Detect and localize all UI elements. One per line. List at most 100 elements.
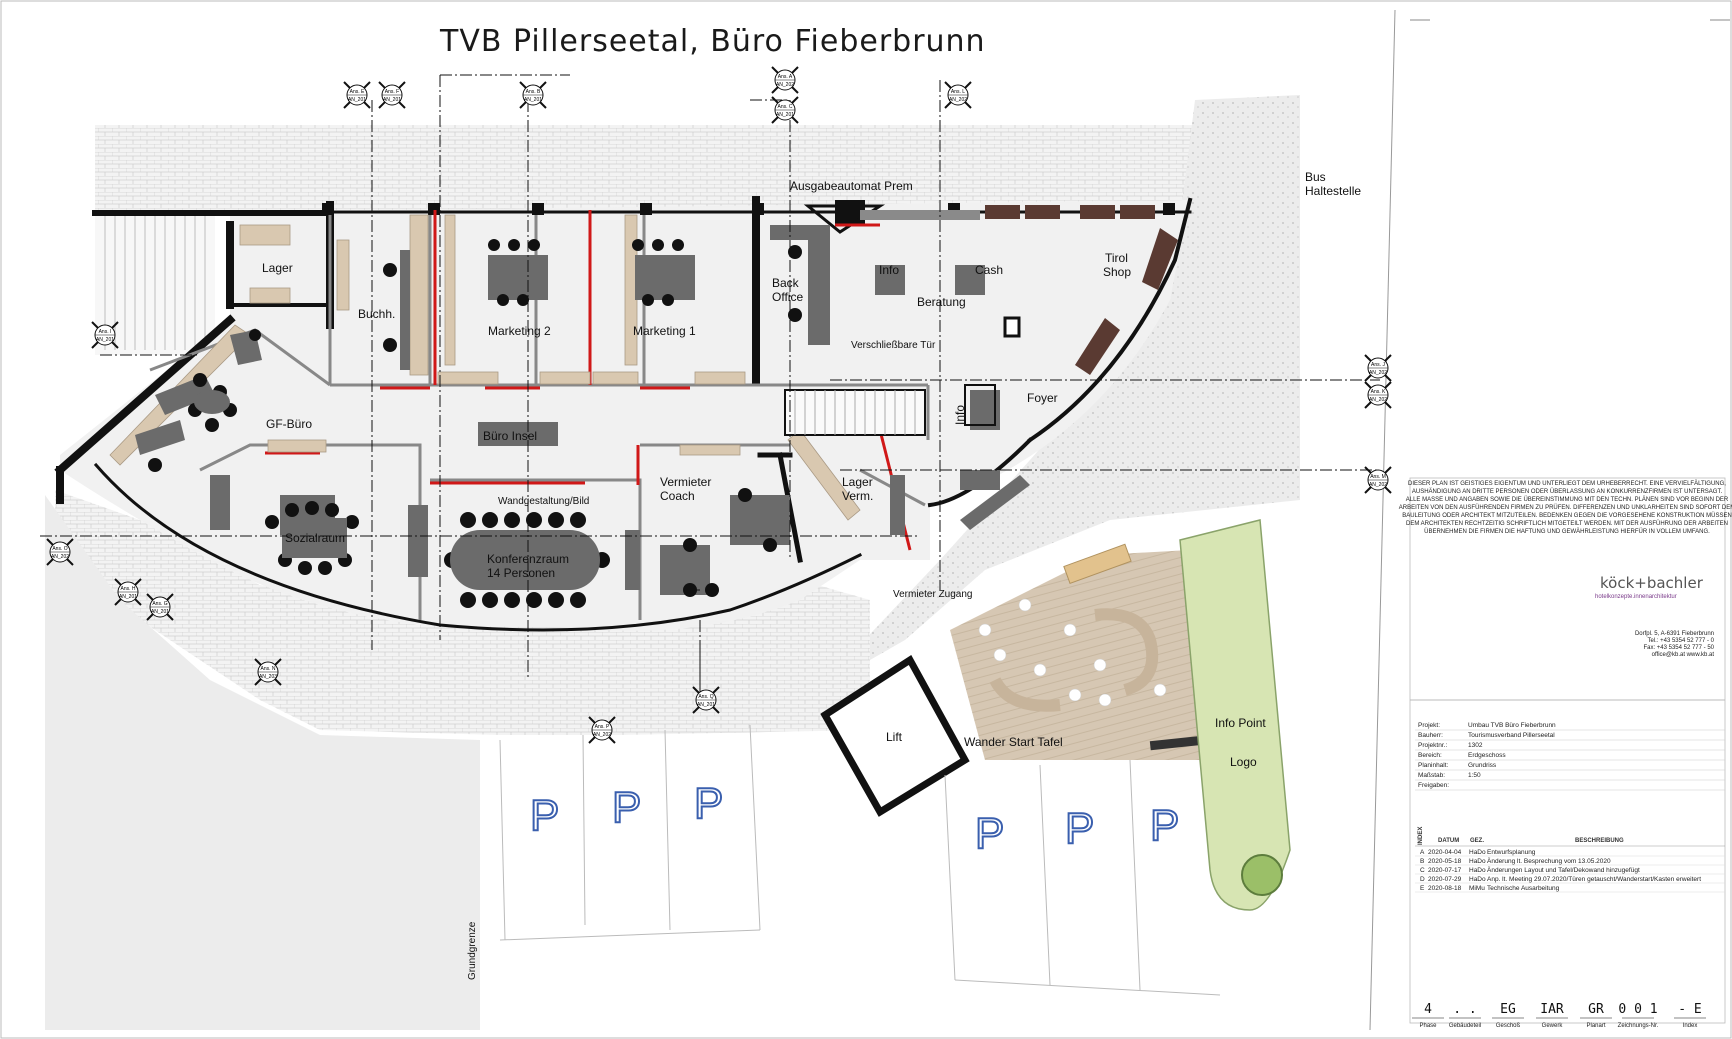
revision-header-desc: BESCHREIBUNG [1575,838,1624,844]
label-vermieter: Vermieter [660,475,711,489]
label-info-point: Info Point [1215,716,1266,730]
section-marker-id: Ans. G [152,601,167,607]
plan-code-field: IAR [1540,1002,1564,1017]
label-logo: Logo [1230,755,1257,769]
plan-code-label: Planart [1586,1023,1605,1029]
parking-p-4: P [975,809,1004,858]
parking-p-2: P [612,783,641,832]
section-marker-id: Ans. K [1371,389,1386,395]
label-cash: Cash [975,263,1003,277]
label-backoffice-1: Back [772,276,800,290]
conference-table [450,530,600,590]
notice-line: DEM ARCHITEKTEN RECHTZEITIG SCHRIFTLICH … [1406,520,1728,527]
label-marketing1: Marketing 1 [633,324,696,338]
notice-line: ÜBERNEHMEN DIE FIRMEN DIE HAFTUNG UND GE… [1424,528,1710,535]
section-marker: Ans. GAN_201 [146,593,174,621]
foyer-bin [1003,316,1021,338]
section-marker-ref: AN_203 [259,674,277,680]
label-shop: Shop [1103,265,1131,279]
project-info-value: Tourismusverband Pillerseetal [1468,732,1555,739]
label-info: Info [879,263,899,277]
revision-date: 2020-08-18 [1428,885,1462,892]
label-buchh: Buchh. [358,307,395,321]
info-point-grass [1179,519,1291,911]
title-block: DIESER PLAN IST GEISTIGES EIGENTUM UND U… [1399,19,1732,1029]
terrace-deck [950,550,1200,760]
revision-index: B [1420,858,1424,865]
revision-by: HaDo [1469,849,1486,856]
revision-desc: Anp. lt. Meeting 29.07.2020/Türen getaus… [1487,876,1701,883]
revision-by: HaDo [1469,867,1486,874]
parking-p-5: P [1065,804,1094,853]
label-gf-buero: GF-Büro [266,417,312,431]
section-marker: Ans. K AN_202 [1364,381,1392,409]
address-line: Dorfpl. 5, A-6391 Fieberbrunn [1635,631,1714,637]
ground-west [45,495,480,1030]
plan-code-field: EG [1500,1002,1516,1017]
plan-code-label: Index [1683,1023,1698,1029]
section-marker-id: Ans. B [526,89,541,95]
section-marker-id: Ans. E [350,89,365,95]
revision-desc: Technische Ausarbeitung [1487,885,1560,892]
address-line: Fax: +43 5354 52 777 - 50 [1643,645,1714,651]
section-marker-ref: AN_202 [1369,482,1387,488]
section-marker-id: Ans. O [52,546,67,552]
room-labels: Lager Buchh. Marketing 2 Marketing 1 Bac… [262,170,1361,980]
section-marker-id: Ans. C [777,104,792,110]
section-marker-ref: AN_202 [1369,397,1387,403]
label-coach: Coach [660,489,695,503]
notice-line: ALLE MASSE UND ANGABEN SOWIE DIE ÜBEREIN… [1406,496,1729,503]
terrace-planters [978,598,1167,707]
project-info-key: Planinhalt: [1418,762,1449,769]
section-marker: Ans. OAN_202 [46,538,74,566]
label-beratung: Beratung [917,295,966,309]
project-info-key: Projekt: [1418,722,1440,729]
label-ausgabeautomat: Ausgabeautomat Prem [790,179,913,193]
lift-shaft [820,655,970,817]
label-foyer: Foyer [1027,391,1058,405]
stairs-west [95,215,215,355]
label-verschliessbare-tuer: Verschließbare Tür [851,340,936,351]
label-haltestelle: Haltestelle [1305,184,1361,198]
section-lines [40,74,1380,700]
gf-table [194,390,230,414]
section-marker: Ans. FAN_201 [378,81,406,109]
info-stand [964,384,996,426]
label-backoffice-2: Office [772,290,803,304]
section-marker: Ans. HAN_201 [114,578,142,606]
label-verm: Verm. [842,489,873,503]
bench-curve-2 [989,676,1061,712]
label-wandgestaltung: Wandgestaltung/Bild [498,496,589,507]
section-marker: Ans. NAN_203 [254,658,282,686]
notice-line: BAULEITUNG ODER ARCHITEKT MITZUTEILEN. B… [1402,512,1732,519]
label-lager-verm: Lager [842,475,873,489]
plan-code-label: Geschoß [1496,1023,1521,1029]
section-marker-id: Ans. J [1371,362,1385,368]
revision-desc: Änderungen Layout und Tafel/Dekowand hin… [1487,866,1640,874]
section-marker-id: Ans. L [951,89,965,95]
section-marker-ref: AN_201 [776,112,794,118]
plan-code-field: 0 0 1 [1618,1002,1657,1017]
stairs-center [784,389,926,436]
plan-code-label: Gewerk [1542,1023,1564,1029]
plan-code-label: Zeichnungs-Nr. [1618,1023,1659,1029]
project-info-value: Grundriss [1468,762,1497,769]
revision-desc: Änderung lt. Besprechung vom 13.05.2020 [1487,857,1611,865]
section-marker: Ans. PAN_202 [588,716,616,744]
parking-p-1: P [530,791,559,840]
section-marker-id: Ans. H [120,586,135,592]
revision-by: HaDo [1469,858,1486,865]
project-info-key: Projektnr.: [1418,742,1447,749]
revision-date: 2020-04-04 [1428,849,1462,856]
paving-east [855,95,1300,660]
revision-index: C [1420,867,1425,874]
section-marker-id: Ans. A [778,74,793,80]
parking-p-3: P [694,779,723,828]
revision-index: E [1420,885,1425,892]
revision-date: 2020-07-17 [1428,867,1462,874]
section-marker: Ans. MAN_202 [1364,466,1392,494]
